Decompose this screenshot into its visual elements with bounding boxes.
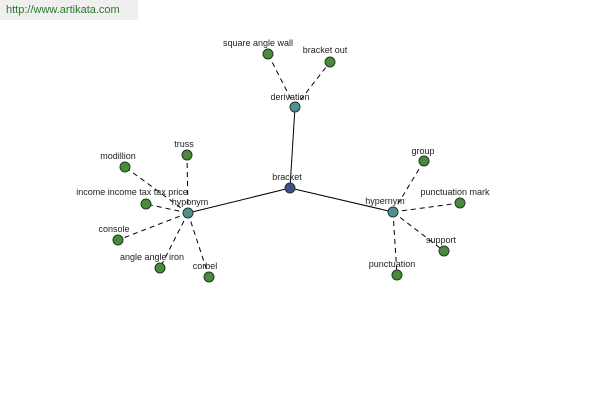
- leaf-label-console[interactable]: console: [98, 224, 129, 234]
- edge-hyponym-income-income-tax-tax-price: [145, 203, 189, 214]
- hub-label-hypernym[interactable]: hypernym: [365, 196, 405, 206]
- edge-derivation-bracket-out: [294, 61, 331, 108]
- root-label-bracket[interactable]: bracket: [272, 172, 302, 182]
- leaf-node-truss[interactable]: [181, 149, 193, 161]
- edge-hypernym-support: [392, 211, 445, 252]
- leaf-label-square-angle-wall[interactable]: square angle wall: [223, 38, 293, 48]
- leaf-label-corbel[interactable]: corbel: [193, 261, 218, 271]
- leaf-node-angle-angle-iron[interactable]: [154, 262, 166, 274]
- leaf-label-punctuation[interactable]: punctuation: [369, 259, 416, 269]
- source-url[interactable]: http://www.artikata.com: [0, 0, 138, 20]
- edge-hyponym-truss: [186, 154, 189, 214]
- hub-node-hyponym[interactable]: [182, 207, 194, 219]
- leaf-label-support[interactable]: support: [426, 235, 457, 245]
- leaf-node-punctuation[interactable]: [391, 269, 403, 281]
- edge-hyponym-corbel: [187, 212, 210, 278]
- edge-derivation-square-angle-wall: [267, 53, 296, 108]
- edge-bracket-hypernym: [289, 187, 394, 213]
- edge-hyponym-modillion: [124, 166, 189, 214]
- edge-bracket-hyponym: [187, 187, 291, 214]
- leaf-node-modillion[interactable]: [119, 161, 131, 173]
- hub-node-hypernym[interactable]: [387, 206, 399, 218]
- leaf-node-bracket-out[interactable]: [324, 56, 336, 68]
- edge-hyponym-angle-angle-iron: [159, 212, 189, 269]
- hub-node-derivation[interactable]: [289, 101, 301, 113]
- edge-hyponym-console: [117, 212, 189, 241]
- leaf-label-modillion[interactable]: modillion: [100, 151, 136, 161]
- leaf-node-square-angle-wall[interactable]: [262, 48, 274, 60]
- hub-label-derivation[interactable]: derivation: [270, 92, 309, 102]
- leaf-node-income-income-tax-tax-price[interactable]: [140, 198, 152, 210]
- edge-bracket-derivation: [289, 106, 296, 189]
- leaf-node-console[interactable]: [112, 234, 124, 246]
- leaf-node-corbel[interactable]: [203, 271, 215, 283]
- leaf-label-punctuation-mark[interactable]: punctuation mark: [420, 187, 490, 197]
- leaf-label-bracket-out[interactable]: bracket out: [303, 45, 348, 55]
- leaf-node-support[interactable]: [438, 245, 450, 257]
- edge-hypernym-group: [392, 160, 425, 213]
- leaf-label-angle-angle-iron[interactable]: angle angle iron: [120, 252, 184, 262]
- leaf-label-group[interactable]: group: [411, 146, 434, 156]
- hub-label-hyponym[interactable]: hyponym: [172, 197, 209, 207]
- leaf-label-income-income-tax-tax-price[interactable]: income income tax tax price: [76, 187, 188, 197]
- edge-hypernym-punctuation-mark: [392, 202, 461, 213]
- leaf-label-truss[interactable]: truss: [174, 139, 194, 149]
- edge-hypernym-punctuation: [392, 211, 398, 276]
- leaf-node-punctuation-mark[interactable]: [454, 197, 466, 209]
- leaf-node-group[interactable]: [418, 155, 430, 167]
- root-node-bracket[interactable]: [284, 182, 296, 194]
